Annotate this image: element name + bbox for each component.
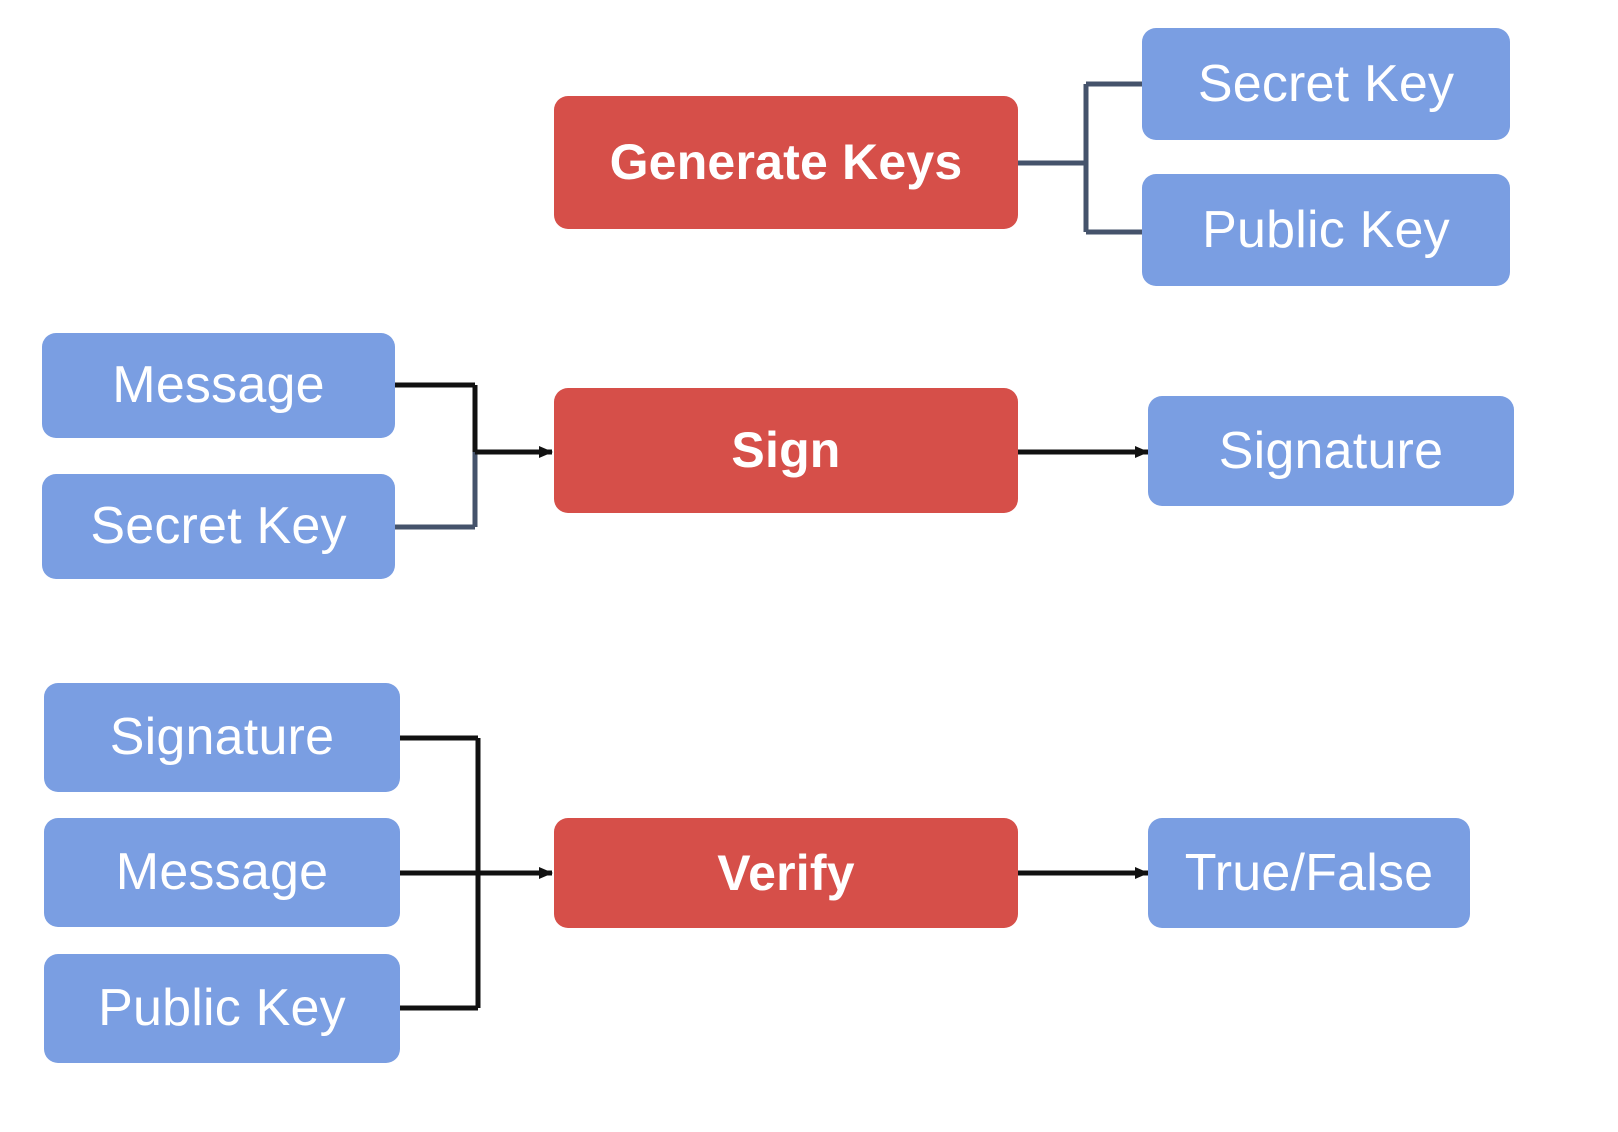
connector-sign-inputs <box>395 382 553 530</box>
node-signature-output[interactable]: Signature <box>1148 396 1514 506</box>
node-public-key-output[interactable]: Public Key <box>1142 174 1510 286</box>
node-sign-input-message[interactable]: Message <box>42 333 395 438</box>
node-public-key-output-label: Public Key <box>1202 200 1450 259</box>
node-signature-output-label: Signature <box>1218 421 1444 480</box>
node-generate-keys-label: Generate Keys <box>609 134 963 191</box>
node-secret-key-output[interactable]: Secret Key <box>1142 28 1510 140</box>
node-sign-input-secret-key[interactable]: Secret Key <box>42 474 395 579</box>
node-generate-keys[interactable]: Generate Keys <box>554 96 1018 229</box>
node-sign-input-message-label: Message <box>112 356 325 415</box>
node-verify-input-public-key-label: Public Key <box>98 979 346 1038</box>
node-verify[interactable]: Verify <box>554 818 1018 928</box>
node-verify-input-signature-label: Signature <box>109 708 335 767</box>
node-true-false-output[interactable]: True/False <box>1148 818 1470 928</box>
node-sign-input-secret-key-label: Secret Key <box>90 497 347 556</box>
node-secret-key-output-label: Secret Key <box>1197 54 1455 113</box>
node-verify-input-message-label: Message <box>115 843 329 902</box>
node-sign-label: Sign <box>731 422 841 479</box>
node-verify-label: Verify <box>717 844 855 901</box>
node-verify-input-signature[interactable]: Signature <box>44 683 400 792</box>
node-verify-input-message[interactable]: Message <box>44 818 400 927</box>
connector-verify-inputs <box>400 735 553 1011</box>
node-sign[interactable]: Sign <box>554 388 1018 513</box>
node-verify-input-public-key[interactable]: Public Key <box>44 954 400 1063</box>
node-true-false-output-label: True/False <box>1184 843 1434 902</box>
